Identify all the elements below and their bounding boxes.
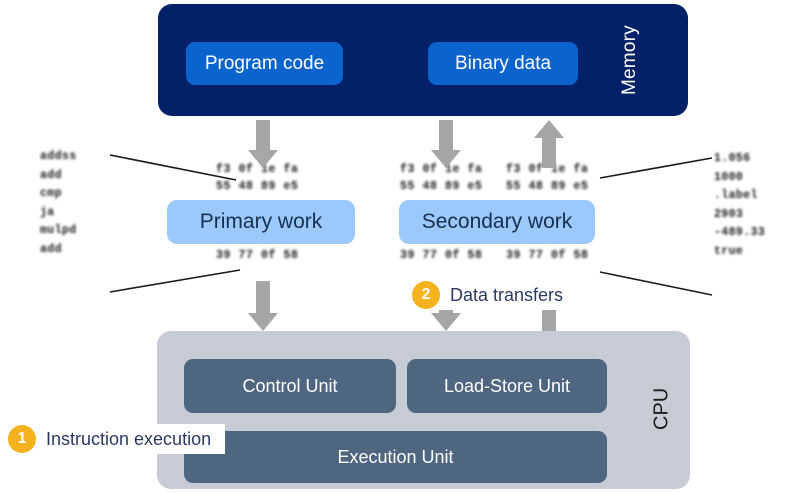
secondary-work-box[interactable]: Secondary work (399, 200, 595, 244)
hex-dump-tertiary-top: f3 0f 1e fa 55 48 89 e5 (506, 163, 589, 193)
callout-label-data-transfers: Data transfers (450, 284, 564, 305)
hex-dump-tertiary-bottom: 39 77 0f 58 (506, 249, 589, 262)
hex-dump-secondary-top: f3 0f 1e fa 55 48 89 e5 (400, 163, 483, 193)
cpu-block[interactable]: Control Unit Load-Store Unit Execution U… (157, 331, 690, 489)
data-values-column: 1.056 1000 .label 2903 -489.33 true (714, 152, 766, 258)
arrow-up-to-memory (534, 120, 564, 168)
hex-dump-primary-top: f3 0f 1e fa 55 48 89 e5 (216, 163, 299, 193)
callout-instruction-execution[interactable]: 1 Instruction execution (8, 424, 226, 454)
callout-data-transfers[interactable]: 2 Data transfers (412, 280, 578, 310)
arrow-down-binary-data (431, 120, 461, 168)
callout-label-instruction-execution: Instruction execution (46, 428, 212, 449)
assembly-mnemonics-column: addss add cmp ja mulpd add (40, 150, 77, 256)
arrow-down-program-code (248, 120, 278, 168)
program-code-box[interactable]: Program code (186, 42, 343, 85)
hex-dump-secondary-bottom: 39 77 0f 58 (400, 249, 483, 262)
callout-badge-2: 2 (412, 281, 440, 309)
primary-work-box[interactable]: Primary work (167, 200, 355, 244)
hex-dump-primary-bottom: 39 77 0f 58 (216, 249, 299, 262)
binary-data-box[interactable]: Binary data (428, 42, 578, 85)
callout-badge-1: 1 (8, 425, 36, 453)
execution-unit-box[interactable]: Execution Unit (184, 431, 607, 483)
control-unit-box[interactable]: Control Unit (184, 359, 396, 413)
arrow-down-primary-to-cpu (248, 281, 278, 331)
load-store-unit-box[interactable]: Load-Store Unit (407, 359, 607, 413)
